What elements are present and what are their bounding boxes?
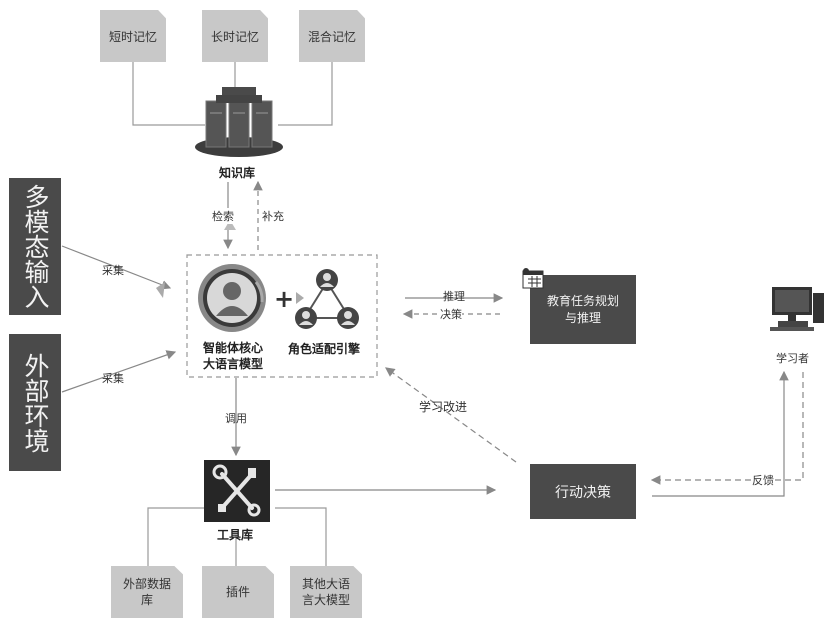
memory-short-term-label: 短时记忆 <box>108 29 157 44</box>
computer-icon <box>770 287 824 331</box>
multimodal-input-box: 多模态输入 <box>9 178 61 315</box>
collect-label-2: 采集 <box>102 372 124 385</box>
external-db-line1: 外部数据 <box>122 576 171 591</box>
knowledge-base-label: 知识库 <box>219 166 256 180</box>
retrieve-marker-icon <box>224 220 236 230</box>
memory-long-term-label: 长时记忆 <box>210 29 259 44</box>
role-network-icon <box>295 269 359 329</box>
collect-arrow-1 <box>61 245 172 290</box>
external-env-label: 外部环境 <box>21 352 50 453</box>
memory-short-term: 短时记忆 <box>100 10 166 62</box>
core-box <box>186 254 378 378</box>
tools-icon <box>212 464 261 517</box>
memory-hybrid: 混合记忆 <box>299 10 365 62</box>
external-env-box: 外部环境 <box>9 334 61 471</box>
learn-improve-arrow <box>385 367 517 463</box>
tool-connectors <box>147 507 327 566</box>
agent-core-label: 智能体核心 大语言模型 <box>203 340 263 372</box>
action-decision-label: 行动决策 <box>555 484 611 501</box>
call-label: 调用 <box>225 412 247 425</box>
feedback-label: 反馈 <box>752 472 774 488</box>
planning-box: 教育任务规划 与推理 <box>530 275 636 344</box>
planning-line1: 教育任务规划 <box>546 293 619 308</box>
agent-core-line2: 大语言模型 <box>203 357 264 372</box>
toolbox-box <box>204 460 270 522</box>
collect-arrow-2 <box>61 350 177 393</box>
plugins-box: 插件 <box>202 566 274 618</box>
action-to-learner-arrow <box>652 370 789 497</box>
planning-line2: 与推理 <box>564 310 601 325</box>
toolbox-label: 工具库 <box>217 528 254 542</box>
external-db-line2: 库 <box>140 593 153 607</box>
supplement-label: 补充 <box>262 208 284 224</box>
retrieve-label: 检索 <box>212 208 234 224</box>
other-llm-box: 其他大语 言大模型 <box>290 566 362 618</box>
feedback-arrow <box>650 372 804 485</box>
plugins-label: 插件 <box>225 584 250 599</box>
agent-core-line1: 智能体核心 <box>203 341 264 355</box>
memory-long-term: 长时记忆 <box>202 10 268 62</box>
collect-label-1: 采集 <box>102 264 124 277</box>
role-engine-label: 角色适配引擎 <box>288 342 361 356</box>
learn-improve-label: 学习改进 <box>419 400 468 414</box>
action-decision-box: 行动决策 <box>530 464 636 519</box>
memory-hybrid-label: 混合记忆 <box>307 29 356 44</box>
other-llm-line1: 其他大语 <box>301 576 350 591</box>
external-db-box: 外部数据 库 <box>111 566 183 618</box>
server-stack-icon <box>195 87 283 157</box>
other-llm-line2: 言大模型 <box>301 593 350 607</box>
reason-label: 推理 <box>443 290 465 303</box>
collect-marker-icon <box>156 282 165 298</box>
calendar-icon <box>522 268 544 289</box>
agent-avatar-icon <box>198 264 266 332</box>
learner-label: 学习者 <box>776 352 809 365</box>
decide-label: 决策 <box>440 306 462 322</box>
multimodal-input-label: 多模态输入 <box>21 184 50 309</box>
plus-icon: + <box>274 285 295 313</box>
